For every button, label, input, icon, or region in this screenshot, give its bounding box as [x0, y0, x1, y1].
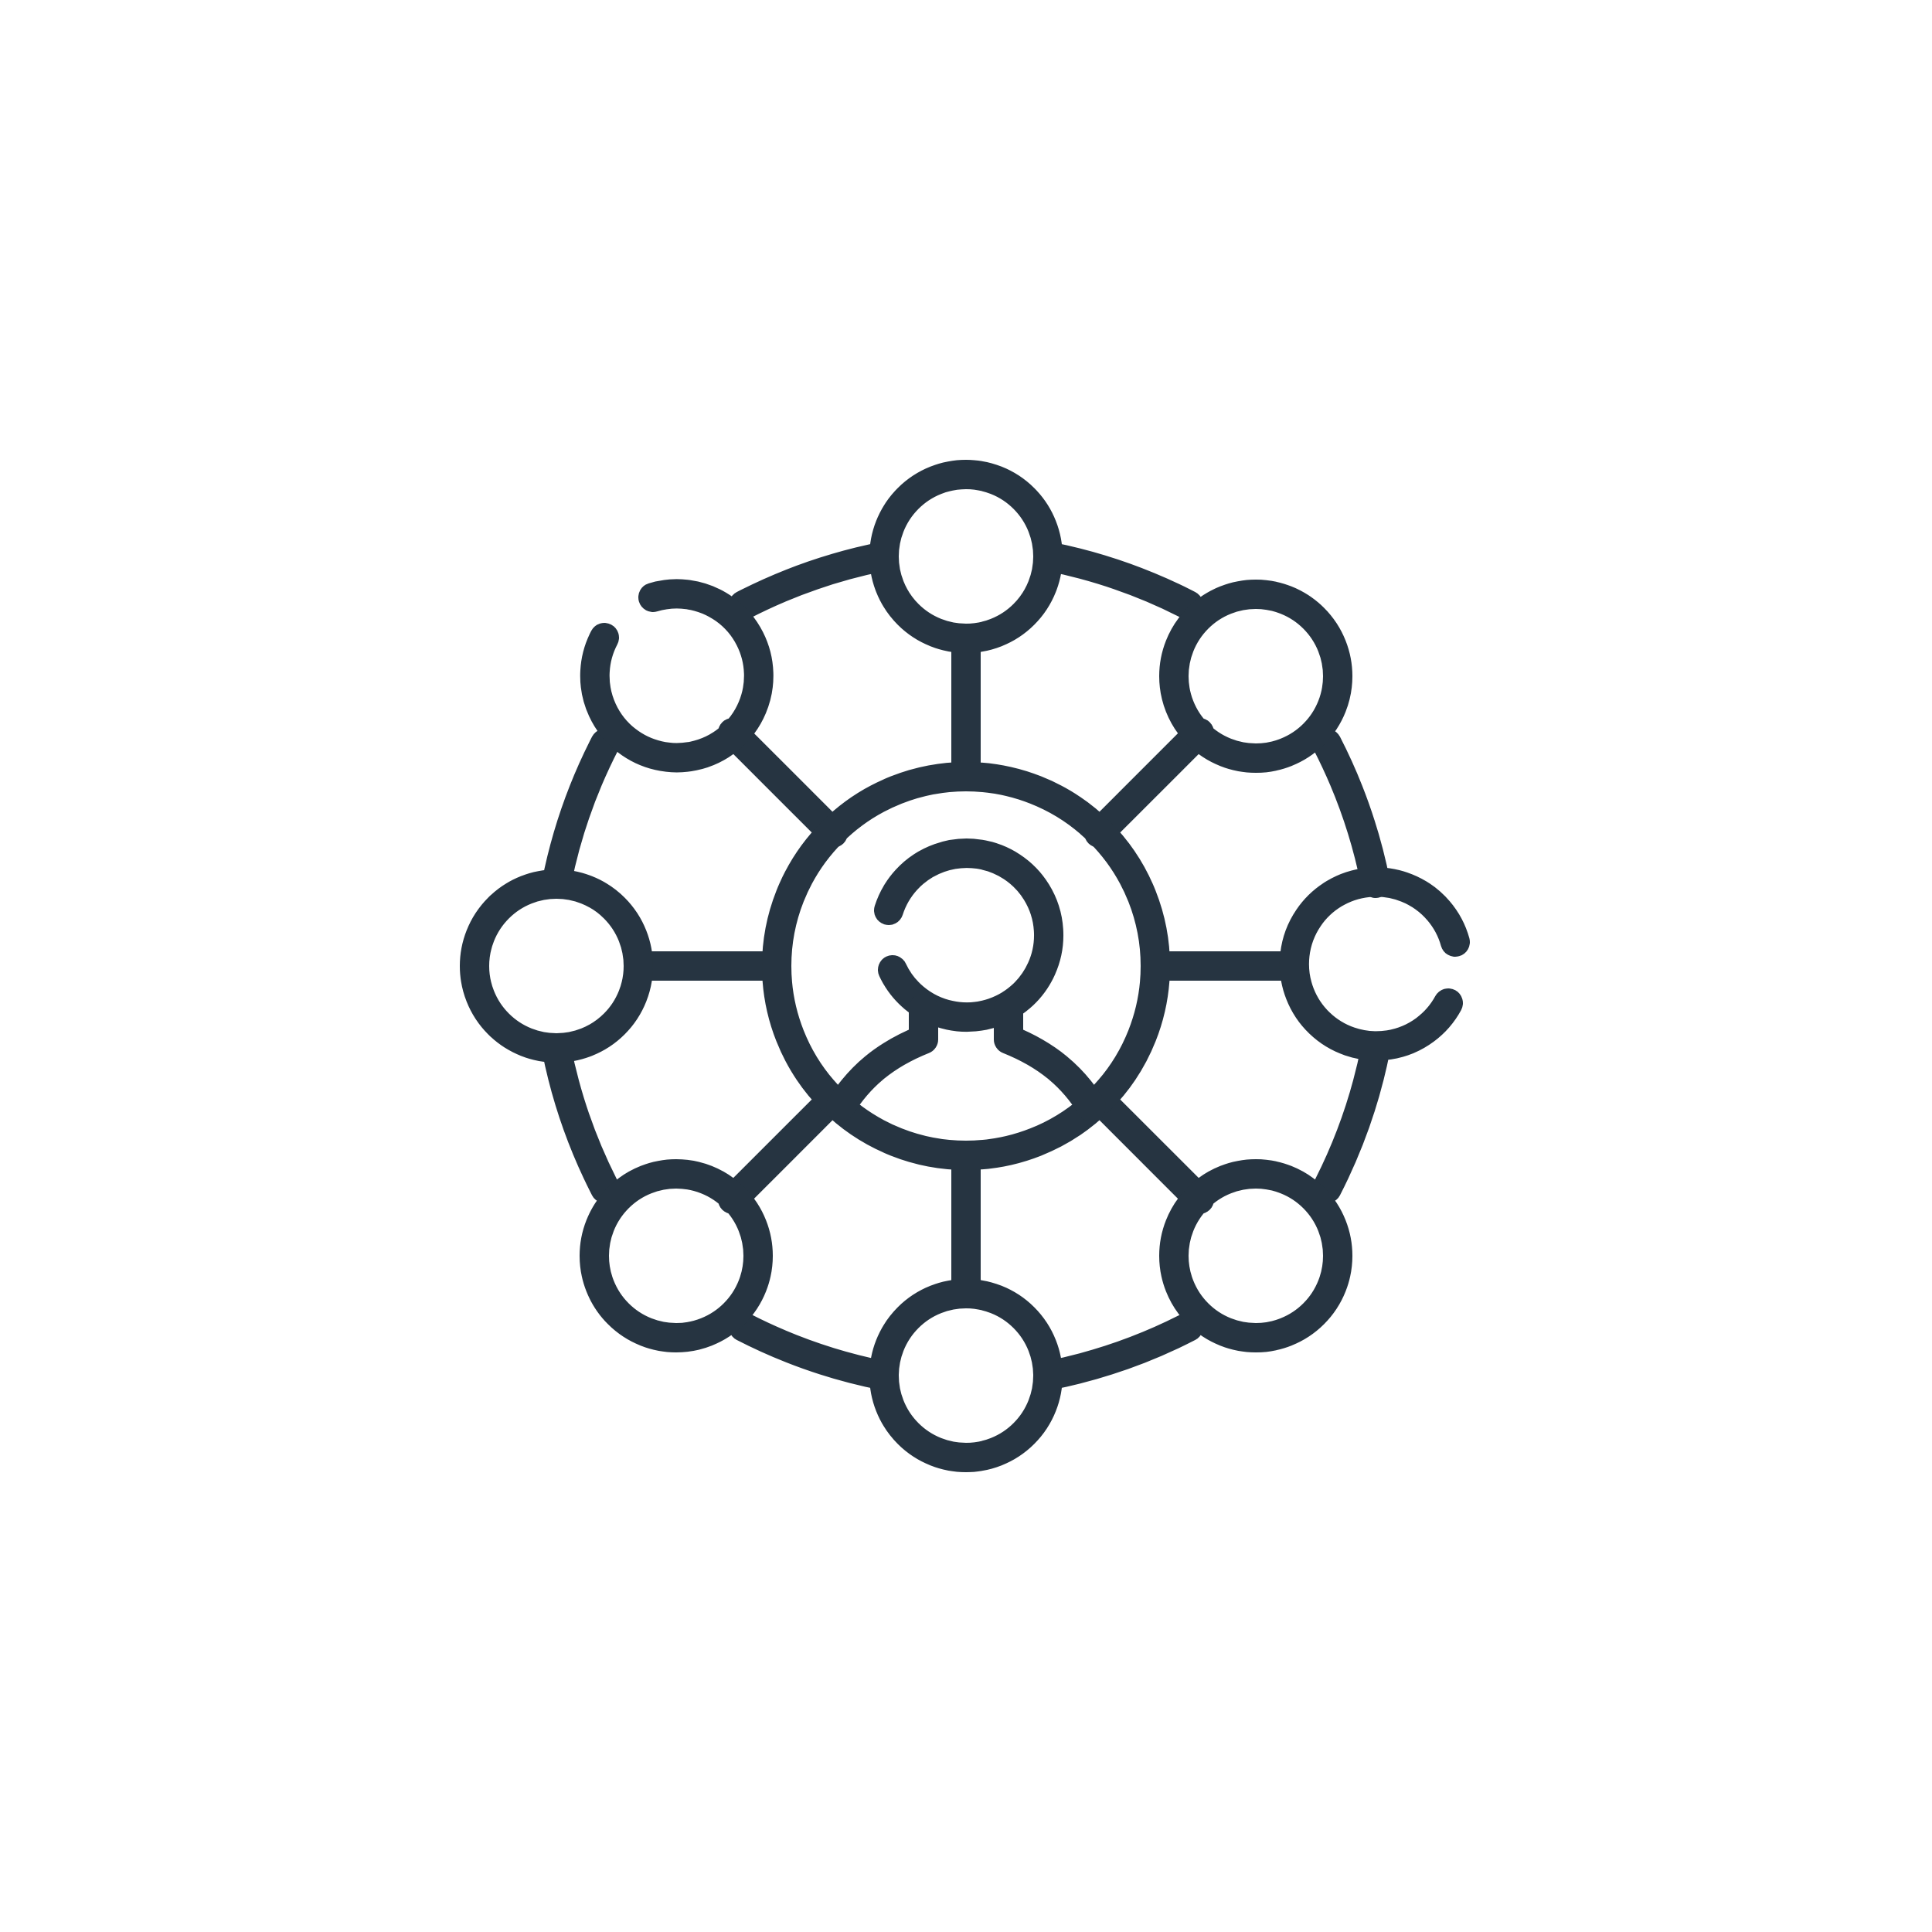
user-head [874, 838, 1063, 1032]
node-left [460, 869, 653, 1063]
user-body [826, 994, 1106, 1121]
ring-arc-left-bottom [542, 1034, 620, 1203]
spoke-top-right [1084, 718, 1214, 848]
node-top-left-open [580, 579, 774, 773]
ring-arc-top-right [1034, 542, 1203, 620]
ring-arc-left-top [542, 729, 620, 898]
ring-arc-bottom-left [729, 1312, 898, 1390]
node-bottom [869, 1279, 1063, 1472]
node-bottom-left [580, 1159, 773, 1352]
ring-arc-right-bottom [1312, 1034, 1390, 1203]
spoke-bottom-left [718, 1084, 848, 1214]
node-right-open [1279, 867, 1470, 1061]
icon-strokes [460, 460, 1470, 1472]
node-top-right [1159, 580, 1352, 773]
node-bottom-right [1159, 1159, 1352, 1352]
ring-arc-bottom-right [1034, 1312, 1203, 1390]
node-top [869, 460, 1063, 653]
ring-arc-right-top [1312, 729, 1390, 898]
spoke-top-left [718, 718, 848, 848]
center-circle [762, 762, 1170, 1170]
ring-arc-top-left [729, 542, 898, 620]
spoke-bottom-right [1084, 1084, 1214, 1214]
